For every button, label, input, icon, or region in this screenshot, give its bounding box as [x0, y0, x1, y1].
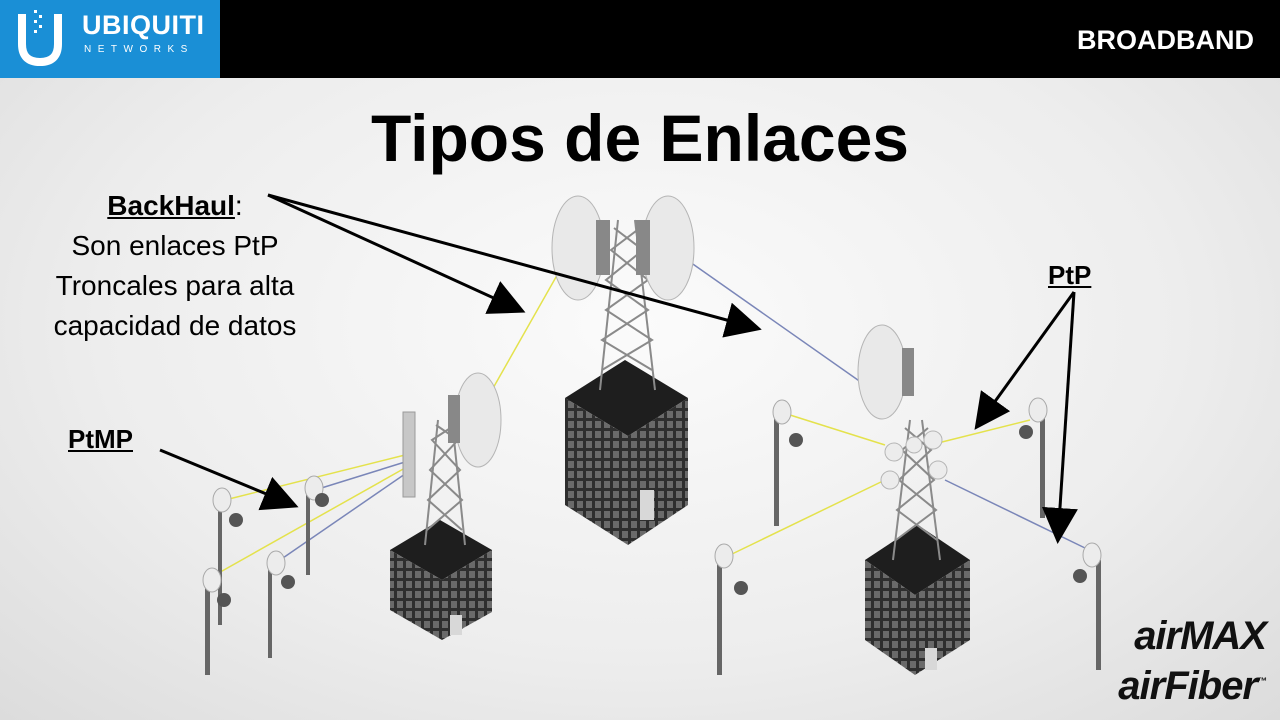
pole-ptmp-4 — [266, 550, 295, 658]
pole-ptp-3 — [714, 543, 748, 675]
pole-ptmp-2 — [304, 475, 329, 575]
dish-left — [448, 372, 502, 468]
link-ptp-4 — [944, 479, 1086, 549]
arrow-ptmp — [159, 448, 299, 511]
link-backhaul-right — [679, 254, 866, 386]
link-ptmp-2 — [314, 461, 406, 491]
airmax-logo: airMAX — [1134, 614, 1267, 658]
ubiquiti-logo: UBIQUITI NETWORKS — [0, 0, 220, 78]
sector-antenna — [402, 411, 416, 498]
pole-ptp-1 — [772, 399, 803, 526]
arrow-ptp-1 — [974, 291, 1076, 430]
dish-center-left — [551, 195, 610, 301]
dish-cluster-right — [880, 430, 948, 490]
page-title: Tipos de Enlaces — [371, 101, 909, 175]
building-left — [390, 520, 492, 640]
backhaul-line-2: Troncales para alta — [55, 270, 295, 301]
dish-right — [857, 324, 914, 420]
link-ptmp-4 — [279, 473, 406, 561]
dish-center-right — [636, 195, 695, 301]
building-center — [565, 360, 688, 545]
pole-ptmp-3 — [202, 567, 231, 675]
logo-wordmark: UBIQUITI — [82, 10, 205, 40]
ptp-label: PtP — [1048, 260, 1092, 290]
pole-ptp-4 — [1073, 542, 1102, 670]
arrow-backhaul-1 — [267, 193, 526, 314]
backhaul-description: BackHaul: Son enlaces PtP Troncales para… — [20, 186, 330, 346]
backhaul-heading: BackHaul: — [107, 190, 243, 221]
link-ptp-2 — [929, 419, 1031, 446]
section-label: BROADBAND — [1077, 25, 1254, 55]
logo-subtitle: NETWORKS — [84, 44, 194, 55]
link-ptp-1 — [789, 414, 886, 446]
backhaul-line-3: capacidad de datos — [53, 310, 297, 341]
ptmp-label: PtMP — [68, 424, 133, 454]
pole-ptmp-1 — [212, 487, 243, 625]
arrow-backhaul-2 — [267, 193, 762, 338]
arrow-ptp-2 — [1041, 291, 1078, 544]
backhaul-line-1: Son enlaces PtP — [71, 230, 279, 261]
pole-ptp-2 — [1019, 397, 1048, 518]
callout-arrows — [159, 193, 1078, 544]
airfiber-logo: airFiber™ — [1118, 664, 1267, 708]
link-ptp-3 — [729, 479, 886, 556]
building-right — [865, 525, 970, 675]
u-logo-icon — [18, 10, 62, 67]
